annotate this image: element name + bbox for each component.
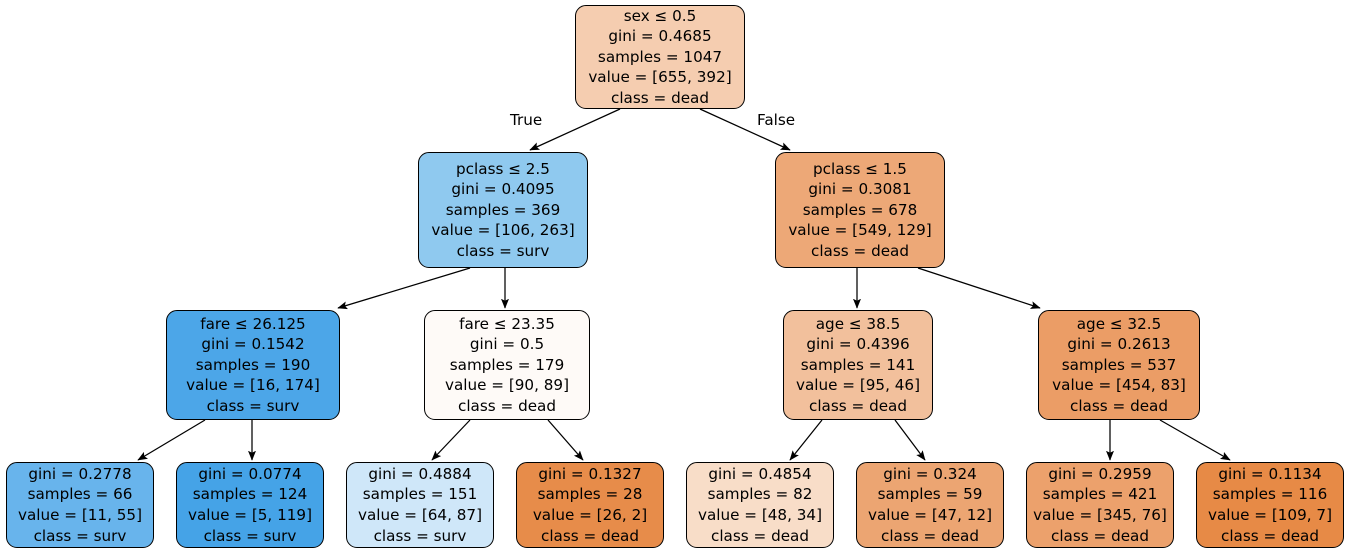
tree-edge (917, 267, 1041, 309)
node-value: value = [345, 76] (1033, 506, 1167, 524)
tree-edge (529, 108, 621, 151)
node-samples: samples = 124 (192, 485, 308, 504)
node-samples: samples = 190 (195, 355, 311, 374)
node-condition: sex ≤ 0.5 (623, 6, 697, 25)
node-samples: samples = 82 (707, 485, 813, 504)
node-samples: samples = 66 (27, 485, 133, 504)
node-gini: gini = 0.5 (469, 335, 545, 354)
node-value: value = [95, 46] (795, 376, 921, 395)
tree-edge (547, 419, 584, 461)
node-samples: samples = 1047 (597, 47, 723, 66)
node-condition: fare ≤ 26.125 (200, 314, 306, 333)
node-gini: gini = 0.2778 (28, 464, 132, 483)
node-value: value = [90, 89] (444, 376, 570, 395)
tree-node-leaf: gini = 0.1327 samples = 28 value = [26, 2]… (516, 462, 664, 548)
edge-label-false: False (757, 111, 796, 129)
node-value: value = [549, 129] (788, 221, 932, 240)
node-samples: samples = 59 (877, 485, 983, 504)
tree-node-leaf: gini = 0.2959 samples = 421 value = [345, … (1026, 462, 1174, 548)
node-condition: fare ≤ 23.35 (459, 314, 555, 333)
node-class: class = dead (710, 526, 809, 545)
node-gini: gini = 0.1134 (1218, 464, 1322, 483)
tree-node-leaf: gini = 0.2778 samples = 66 value = [11, 55… (6, 462, 154, 548)
node-class: class = surv (206, 396, 300, 415)
node-condition: age ≤ 32.5 (1076, 314, 1162, 333)
node-class: class = dead (880, 526, 979, 545)
node-gini: gini = 0.4396 (806, 335, 910, 354)
node-samples: samples = 537 (1061, 355, 1177, 374)
node-value: value = [48, 34] (697, 506, 823, 524)
node-gini: gini = 0.4884 (368, 464, 472, 483)
node-gini: gini = 0.0774 (198, 464, 302, 483)
node-class: class = surv (373, 526, 467, 545)
node-class: class = dead (540, 526, 639, 545)
node-samples: samples = 151 (362, 485, 478, 504)
node-condition: pclass ≤ 1.5 (813, 159, 907, 178)
node-samples: samples = 141 (800, 355, 916, 374)
tree-edge (1159, 419, 1231, 461)
node-class: class = surv (33, 526, 127, 545)
node-class: class = dead (1050, 526, 1149, 545)
node-gini: gini = 0.324 (883, 464, 977, 483)
node-class: class = surv (203, 526, 297, 545)
tree-edge (337, 267, 471, 310)
node-value: value = [5, 119] (187, 506, 313, 524)
tree-node-leaf: gini = 0.4854 samples = 82 value = [48, 34… (686, 462, 834, 548)
node-class: class = dead (610, 88, 709, 107)
node-value: value = [26, 2] (532, 506, 648, 524)
tree-edge (894, 419, 926, 461)
node-samples: samples = 421 (1042, 485, 1158, 504)
node-condition: age ≤ 38.5 (815, 314, 901, 333)
node-value: value = [655, 392] (588, 68, 732, 87)
node-samples: samples = 369 (445, 200, 561, 219)
node-gini: gini = 0.4095 (451, 180, 555, 199)
node-gini: gini = 0.4685 (608, 27, 712, 46)
node-class: class = dead (1220, 526, 1319, 545)
node-class: class = dead (1069, 396, 1168, 415)
node-gini: gini = 0.2959 (1048, 464, 1152, 483)
tree-node-leaf: gini = 0.0774 samples = 124 value = [5, 11… (176, 462, 324, 548)
node-samples: samples = 28 (537, 485, 643, 504)
tree-node-leaf: gini = 0.4884 samples = 151 value = [64, 8… (346, 462, 494, 548)
node-class: class = dead (808, 396, 907, 415)
node-value: value = [11, 55] (17, 506, 143, 524)
tree-edge (431, 419, 471, 461)
node-gini: gini = 0.1327 (538, 464, 642, 483)
tree-node-leaf: gini = 0.324 samples = 59 value = [47, 12]… (856, 462, 1004, 548)
edge-label-true: True (510, 111, 543, 129)
node-class: class = surv (456, 241, 550, 260)
node-value: value = [64, 87] (357, 506, 483, 524)
node-value: value = [16, 174] (186, 376, 320, 395)
node-class: class = dead (457, 396, 556, 415)
node-gini: gini = 0.4854 (708, 464, 812, 483)
node-samples: samples = 116 (1212, 485, 1328, 504)
node-gini: gini = 0.2613 (1067, 335, 1171, 354)
node-value: value = [109, 7] (1207, 506, 1333, 524)
node-gini: gini = 0.3081 (808, 180, 912, 199)
node-class: class = dead (810, 241, 909, 260)
node-value: value = [454, 83] (1052, 376, 1186, 395)
tree-node-leaf: gini = 0.1134 samples = 116 value = [109, … (1196, 462, 1344, 548)
tree-edge (789, 419, 823, 461)
node-value: value = [106, 263] (431, 221, 575, 240)
node-gini: gini = 0.1542 (201, 335, 305, 354)
node-samples: samples = 179 (449, 355, 565, 374)
node-condition: pclass ≤ 2.5 (456, 159, 550, 178)
node-value: value = [47, 12] (867, 506, 993, 524)
tree-edge (137, 419, 206, 461)
node-samples: samples = 678 (802, 200, 918, 219)
